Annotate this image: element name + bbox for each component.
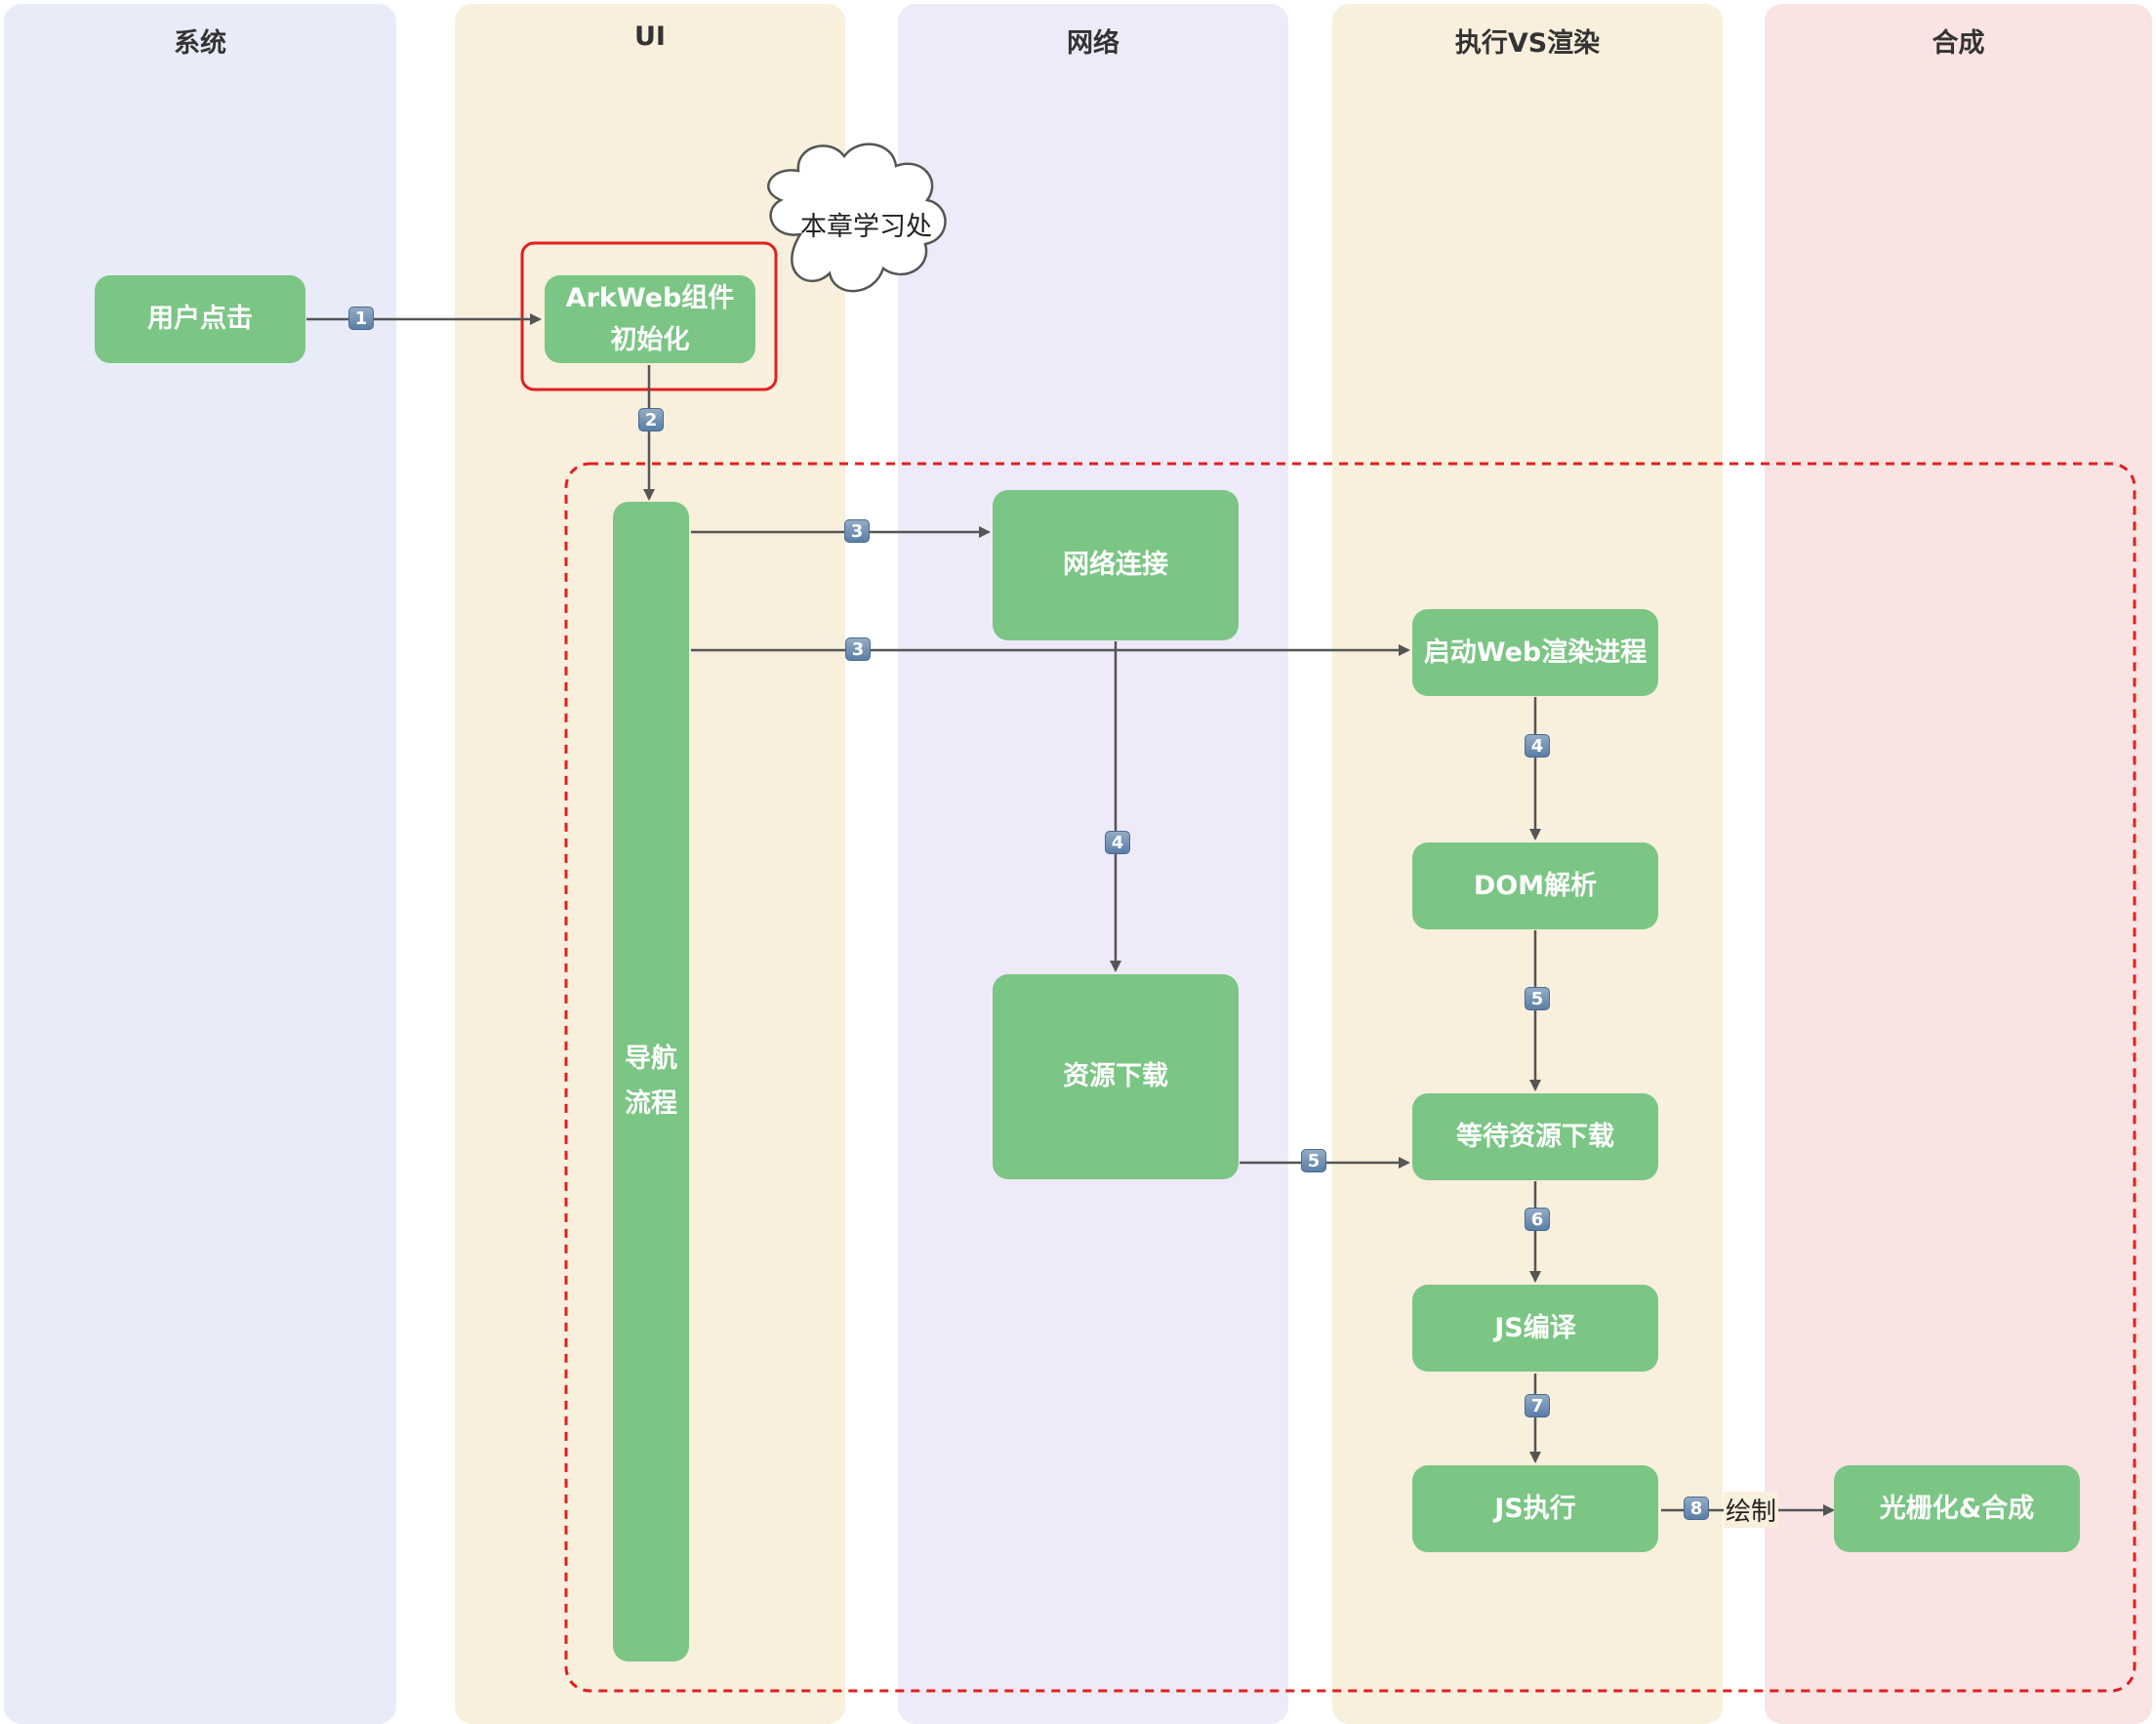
node-js-compile[interactable]: JS编译 — [1412, 1285, 1658, 1372]
step-badge-6: 6 — [1525, 1208, 1550, 1231]
step-badge-5b: 5 — [1301, 1149, 1326, 1172]
node-start-render-process[interactable]: 启动Web渲染进程 — [1412, 609, 1658, 696]
node-resource-download[interactable]: 资源下载 — [993, 974, 1239, 1179]
edge-label-draw: 绘制 — [1724, 1492, 1779, 1528]
node-arkweb-init-line1: ArkWeb组件 — [565, 282, 735, 313]
node-wait-resource[interactable]: 等待资源下载 — [1412, 1093, 1658, 1180]
step-badge-4b: 4 — [1525, 734, 1550, 758]
step-badge-8: 8 — [1684, 1497, 1709, 1520]
step-badge-3a: 3 — [844, 519, 870, 543]
callout-text: 本章学习处 — [800, 212, 932, 242]
node-arkweb-init-line2: 初始化 — [610, 325, 690, 355]
node-navigation[interactable]: 导航 流程 — [613, 502, 689, 1662]
node-arkweb-init[interactable]: ArkWeb组件 初始化 — [545, 275, 755, 363]
scope-dashed-frame — [564, 462, 2136, 1693]
lane-title: 系统 — [174, 28, 226, 59]
step-badge-5a: 5 — [1525, 987, 1550, 1010]
node-raster-composite[interactable]: 光栅化&合成 — [1834, 1465, 2080, 1552]
step-badge-4a: 4 — [1105, 831, 1130, 854]
lane-title: 执行VS渲染 — [1454, 28, 1601, 59]
node-navigation-line1: 导航 — [625, 1044, 677, 1075]
lane-network: 网络 — [898, 4, 1288, 1724]
step-badge-7: 7 — [1525, 1394, 1550, 1417]
cloud-shape — [767, 143, 947, 293]
node-js-execute[interactable]: JS执行 — [1412, 1465, 1658, 1552]
node-user-click[interactable]: 用户点击 — [95, 275, 305, 363]
node-dom-parse[interactable]: DOM解析 — [1412, 842, 1658, 929]
lane-title: UI — [634, 21, 666, 52]
step-badge-2: 2 — [638, 408, 664, 431]
node-navigation-line2: 流程 — [625, 1088, 677, 1119]
node-network-connect[interactable]: 网络连接 — [993, 490, 1239, 640]
lane-title: 网络 — [1067, 28, 1119, 59]
step-badge-1: 1 — [348, 307, 374, 330]
lane-title: 合成 — [1932, 28, 1985, 59]
step-badge-3b: 3 — [845, 637, 871, 661]
lane-composite: 合成 — [1765, 4, 2152, 1724]
